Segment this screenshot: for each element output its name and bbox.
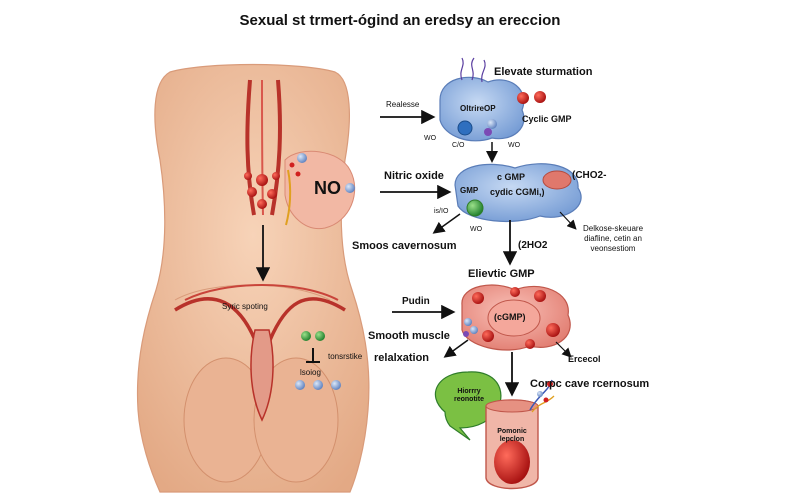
step2-mid-result: (2HO2	[518, 240, 548, 251]
transmitter-molecule-green	[315, 331, 325, 341]
step1-sub-co: C/O	[452, 142, 465, 149]
final-vessel-label: Pomonic lepclon	[497, 428, 527, 443]
step3-diag-arrow-left	[443, 339, 469, 358]
no-label: NO	[314, 178, 341, 198]
nerve-ending	[481, 59, 486, 83]
rbc	[472, 292, 484, 304]
rbc	[546, 323, 560, 337]
nerve-ending	[471, 57, 475, 81]
step2-right-label: (CHO2-	[572, 170, 607, 181]
receptor	[487, 119, 497, 129]
blue-molecule	[470, 326, 478, 334]
spinal-vessel-right	[270, 79, 282, 216]
no-molecule	[345, 183, 355, 193]
rbc	[267, 189, 277, 199]
step3-cell-label: (cGMP)	[494, 312, 526, 322]
step3-cell-group	[392, 284, 572, 397]
rbc	[256, 174, 268, 186]
diagram-title: Sexual st trmert-ógind an eredsy an erec…	[239, 12, 561, 29]
final-bubble-label: Hiorrry reonotite	[454, 388, 484, 403]
rbc	[510, 287, 520, 297]
receptor	[484, 128, 492, 136]
pelvic-vessel-inner	[184, 284, 339, 301]
no-molecule	[289, 162, 295, 168]
step2-cell-group	[380, 163, 582, 266]
blue-molecule	[331, 380, 341, 390]
step1-sub-nio: WO	[508, 142, 521, 149]
nerve-fiber	[285, 169, 292, 226]
rbc	[244, 172, 252, 180]
step2-diag-arrow	[432, 213, 461, 234]
central-organ	[250, 329, 274, 422]
torso-illustration	[136, 63, 370, 493]
bottom-left-label: lsoiog	[300, 368, 321, 377]
nerve-ending	[460, 57, 464, 81]
rbc	[517, 92, 529, 104]
step2-gmp-label: GMP	[460, 186, 479, 195]
blue-molecule	[463, 331, 469, 337]
step3-header: Elievtic GMP	[468, 268, 535, 280]
blue-molecule	[537, 391, 543, 397]
pelvic-vessel-left	[174, 297, 257, 341]
step2-cell-label-2: cydic CGMi,)	[490, 187, 545, 197]
blue-molecule	[313, 380, 323, 390]
step1-sub-wo: WO	[424, 135, 437, 142]
rbc	[534, 290, 546, 302]
rbc	[547, 381, 553, 387]
step3-diag-arrow-right	[555, 341, 572, 358]
rbc	[247, 187, 257, 197]
step2-right-note: Delkose-skeuare diafline, cetin an veons…	[582, 224, 644, 253]
step1-header: Elevate sturmation	[494, 66, 593, 78]
step2-arrow-label: Nitric oxide	[384, 170, 444, 182]
final-group	[434, 371, 555, 490]
step1-arrow-label: Realesse	[386, 100, 420, 109]
vessel-blood	[494, 440, 530, 484]
gmp-ball	[466, 199, 484, 217]
spinal-label: Syric spoting	[222, 302, 268, 311]
step3-arrow-label: Pudin	[402, 296, 430, 307]
step1-right-label: Cyclic GMP	[522, 114, 572, 124]
step1-cell-label: OltrireOP	[460, 104, 496, 113]
step3-bottom-label: Corpc cave rcernosum	[530, 378, 650, 390]
transmitter-molecule-green	[301, 331, 311, 341]
red-vesicle	[542, 170, 572, 190]
no-molecule	[297, 153, 307, 163]
rbc	[543, 397, 549, 403]
no-molecule	[295, 171, 301, 177]
step3-right-label: Ercecol	[568, 354, 601, 364]
step3-left-label-2: relalxation	[374, 352, 430, 364]
step1-cell-group	[380, 57, 546, 163]
nerve-branch	[531, 395, 555, 413]
rbc	[272, 172, 280, 180]
transmitter-label: tonsrstike	[328, 352, 363, 361]
blue-molecule	[295, 380, 305, 390]
no-bulge	[284, 150, 356, 230]
pelvic-vessel-right	[268, 297, 346, 341]
rbc	[525, 339, 535, 349]
receptor	[457, 120, 473, 136]
step3-left-label-1: Smooth muscle	[368, 330, 450, 342]
step2-sub-isio: is/IO	[434, 208, 449, 215]
rbc	[534, 91, 546, 103]
step2-sub-wo: WO	[470, 226, 483, 233]
spinal-vessel-left	[245, 79, 256, 216]
rbc	[482, 330, 494, 342]
step2-cell-label-1: c GMP	[497, 172, 526, 182]
spinal-vessel-inner	[261, 79, 264, 216]
cgmp-core	[487, 299, 541, 337]
step2-left-result: Smoos cavernosum	[352, 240, 457, 252]
rbc	[257, 199, 267, 209]
blue-molecule	[464, 318, 472, 326]
step2-right-arrow	[559, 211, 577, 230]
